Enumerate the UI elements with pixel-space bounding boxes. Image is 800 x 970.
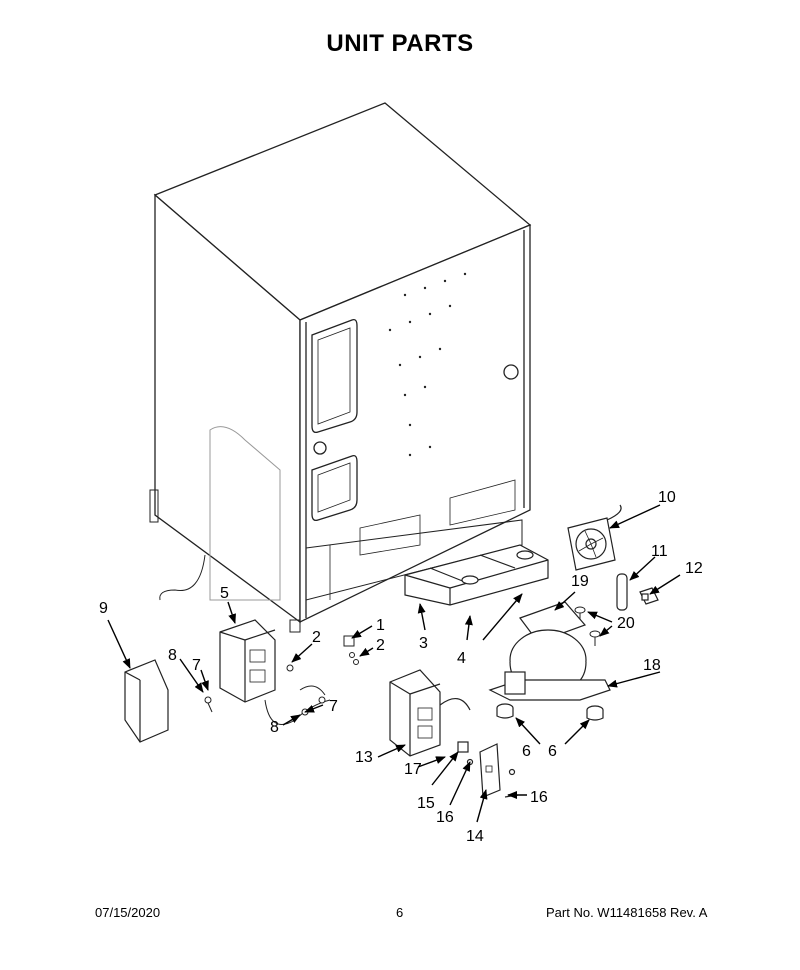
callout-10: 10 [658, 489, 676, 506]
callout-3: 3 [419, 635, 428, 652]
footer-page-number: 6 [396, 905, 404, 920]
callout-8: 8 [270, 719, 279, 736]
callout-9: 9 [99, 600, 108, 617]
callout-12: 12 [685, 560, 703, 577]
callout-7: 7 [329, 698, 338, 715]
compressor [488, 629, 611, 701]
footer-date: 07/15/2020 [95, 905, 161, 920]
callout-7: 7 [192, 657, 201, 674]
mounting-clips [343, 635, 359, 665]
condenser-fan [567, 504, 622, 571]
callout-8: 8 [168, 647, 177, 664]
callout-18: 18 [643, 657, 661, 674]
callout-19: 19 [571, 573, 589, 590]
callout-4: 4 [457, 650, 466, 667]
electrical-cover [124, 659, 169, 743]
capacitor [616, 573, 628, 611]
callout-numbers: 1 2 2 3 4 5 6 6 7 7 8 8 9 10 11 12 13 14… [99, 489, 703, 845]
callout-16: 16 [436, 809, 454, 826]
refrigerator-cabinet [149, 102, 532, 633]
callout-leaders [107, 504, 681, 823]
callout-13: 13 [355, 749, 373, 766]
control-housing [219, 619, 276, 703]
callout-2: 2 [376, 637, 385, 654]
control-board [389, 669, 471, 757]
callout-11: 11 [651, 543, 668, 560]
callout-6: 6 [522, 743, 531, 760]
callout-16: 16 [530, 789, 548, 806]
callout-1: 1 [376, 617, 385, 634]
drain-pan [404, 544, 549, 606]
callout-15: 15 [417, 795, 435, 812]
callout-5: 5 [220, 585, 229, 602]
callout-17: 17 [404, 761, 422, 778]
callout-20: 20 [617, 615, 635, 632]
page-title: UNIT PARTS [326, 30, 474, 57]
compressor-grommets [496, 703, 604, 721]
back-panel-fasteners [388, 272, 467, 457]
callout-2: 2 [312, 629, 321, 646]
relay-connector [639, 587, 659, 605]
callout-14: 14 [466, 828, 484, 845]
footer-part-number: Part No. W11481658 Rev. A [546, 905, 708, 920]
callout-6: 6 [548, 743, 557, 760]
